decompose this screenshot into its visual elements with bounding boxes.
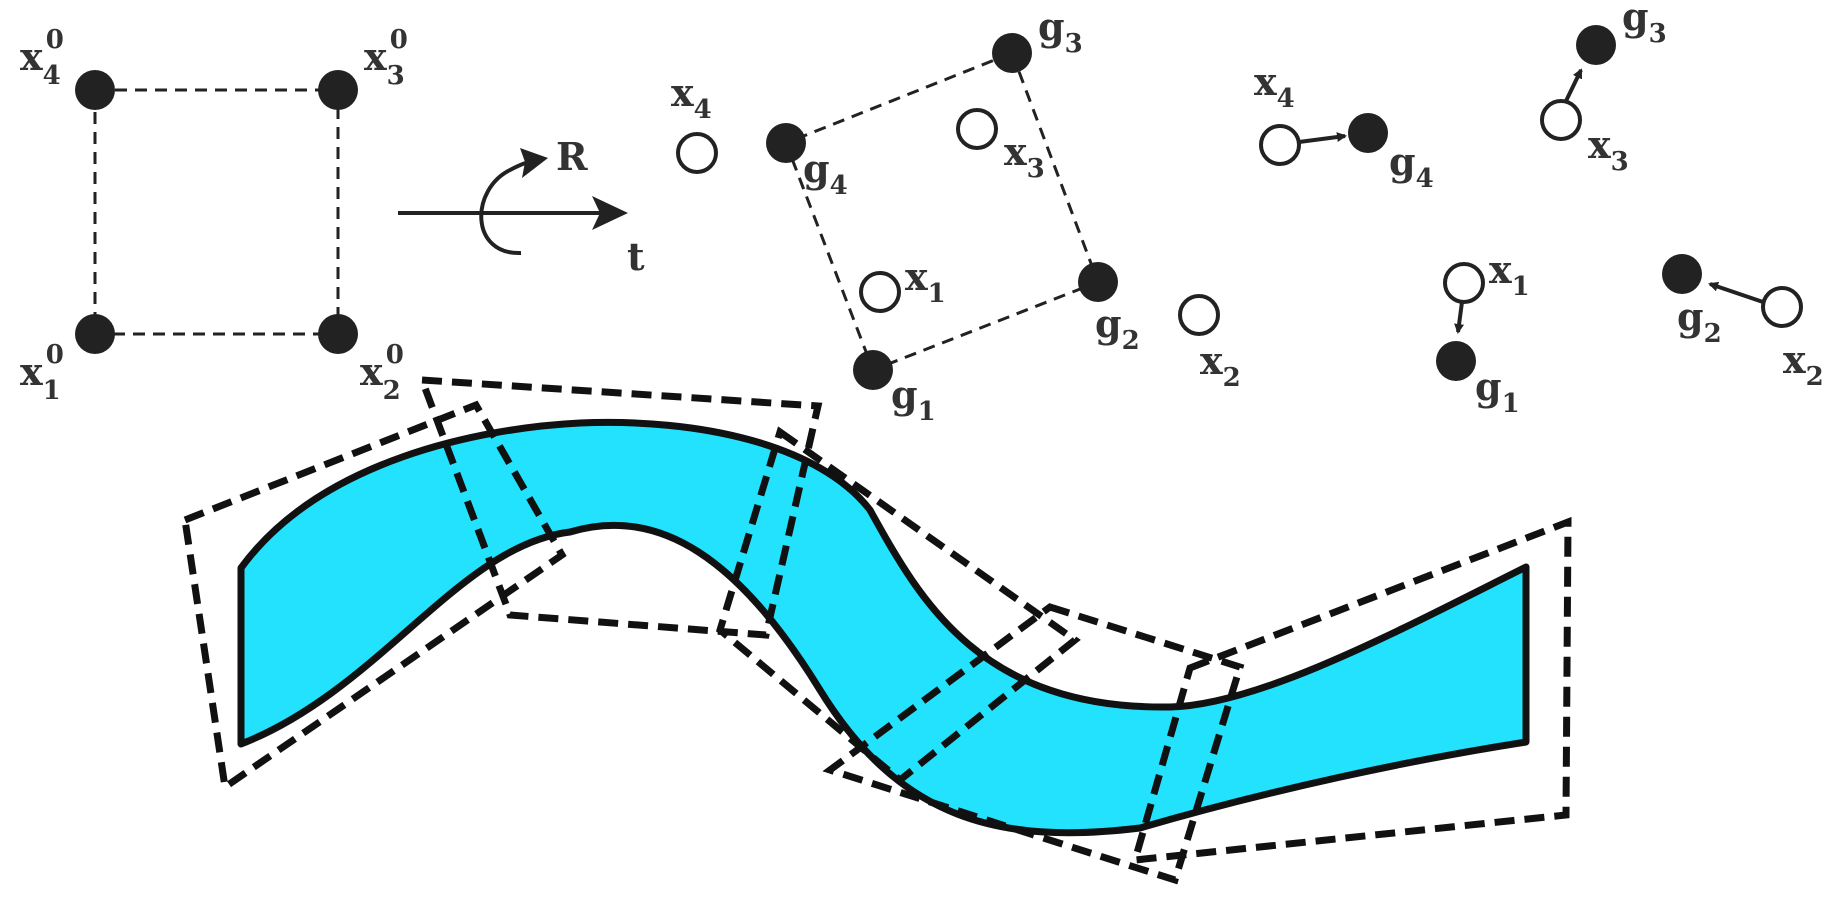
label-x3-0: x30 [364,25,408,91]
label-x1-0: x10 [20,340,64,406]
translation-label: t [627,234,645,279]
rest-point-x1 [75,314,115,354]
label-s2-g1: g1 [891,372,936,427]
goal-point-g3 [992,33,1032,73]
cluster-box-2 [416,376,823,639]
label-s3-g3: g3 [1622,0,1667,49]
cluster-box-3 [715,426,1081,785]
rest-square-outline [93,88,340,336]
s3-current-point-x3 [1540,99,1582,141]
goal-pull-configuration: x4 g4 g3 x3 x1 g1 g2 x2 [1254,0,1824,419]
rotation-label: R [556,134,588,179]
s3-goal-point-g2 [1662,254,1702,294]
rest-configuration: x40 x30 x10 x20 [20,25,408,406]
label-s3-x3: x3 [1588,122,1629,177]
s3-current-point-x2 [1761,286,1803,328]
label-s2-x2: x2 [1200,338,1241,393]
s3-current-point-x4 [1259,124,1301,166]
s3-goal-point-g3 [1576,25,1616,65]
goal-point-g4 [766,123,806,163]
label-s3-g2: g2 [1677,294,1722,349]
label-s2-x1: x1 [905,254,946,309]
label-s2-g4: g4 [803,146,848,201]
translation-arrowhead-icon [592,196,628,230]
s3-pull-arrow-x3 [1564,68,1583,102]
s3-goal-point-g1 [1436,341,1476,381]
rotation-arc-icon [479,158,541,256]
rotation-arrowhead-icon [520,148,548,178]
cluster-box-1 [181,400,567,794]
goal-square-outline [784,51,1100,372]
label-s3-g1: g1 [1475,364,1520,419]
rest-point-x3 [318,70,358,110]
deformable-ribbon [237,418,1530,837]
label-s2-g3: g3 [1038,4,1083,59]
label-x4-0: x40 [20,25,64,91]
s3-current-point-x1 [1443,262,1485,304]
label-s2-g2: g2 [1095,301,1140,356]
label-s3-g4: g4 [1389,139,1434,194]
label-s2-x3: x3 [1004,129,1045,184]
s3-pull-arrow-x1 [1454,301,1465,334]
label-s3-x4: x4 [1254,59,1295,114]
goal-point-g2 [1078,262,1118,302]
s3-pull-arrow-x4 [1298,132,1347,144]
cluster-box-5 [1130,516,1572,865]
goal-point-g1 [853,350,893,390]
label-x2-0: x20 [360,340,404,406]
label-s2-x4: x4 [671,70,712,125]
label-s3-x1: x1 [1489,247,1530,302]
current-point-x2 [1178,294,1220,336]
current-point-x1 [859,271,901,313]
current-point-x3 [956,108,998,150]
s3-pull-arrow-x2 [1708,281,1764,304]
rest-point-x2 [318,314,358,354]
deformable-ribbon-group [181,376,1572,885]
label-s3-x2: x2 [1783,337,1824,392]
cluster-box-4 [822,603,1245,885]
current-point-x4 [676,132,718,174]
rigid-transform: R t [398,134,645,279]
goal-configuration: x4 g3 g4 x3 x1 g2 x2 g1 [671,4,1241,427]
s3-goal-point-g4 [1348,113,1388,153]
rest-point-x4 [75,70,115,110]
